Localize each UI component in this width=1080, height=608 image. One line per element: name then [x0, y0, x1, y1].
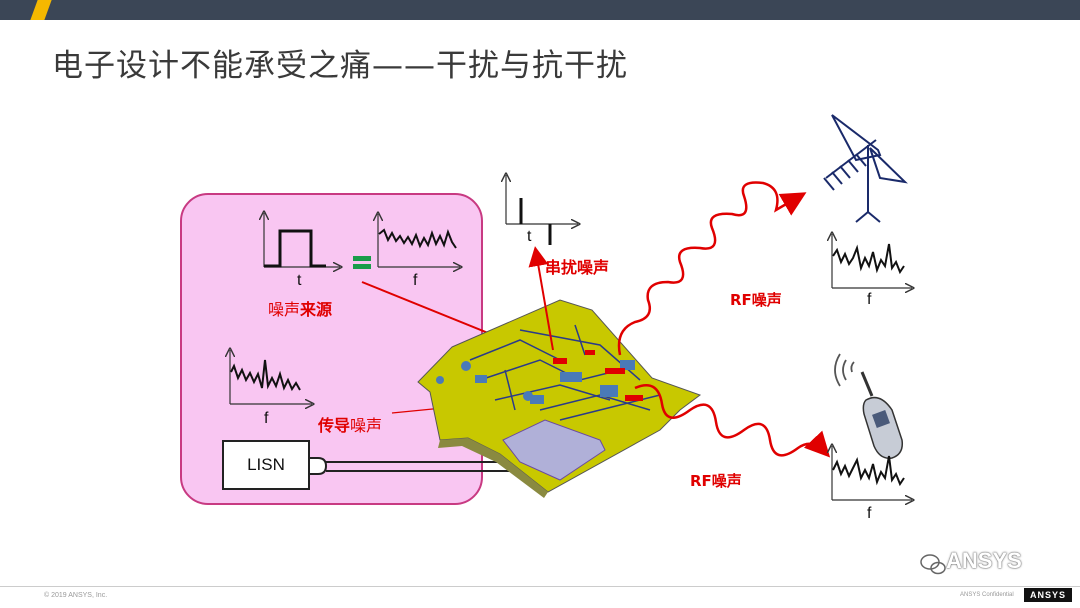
ansys-logo: ANSYS [1024, 588, 1072, 602]
phone-spectrum-plot [832, 446, 912, 500]
phone-f-axis-label: f [867, 505, 872, 522]
rf-noise-lower-label: RF噪声 [690, 472, 742, 490]
wechat-icon [920, 554, 946, 575]
source-t-axis-label: t [297, 272, 302, 289]
pulse-time-plot [264, 213, 340, 267]
top-banner [0, 0, 1080, 20]
conducted-f-axis-label: f [264, 410, 269, 427]
conducted-noise-label: 传导噪声 [318, 416, 383, 435]
lisn-box: LISN [222, 440, 310, 490]
rf-noise-upper-label: RF噪声 [730, 291, 782, 309]
antenna-f-axis-label: f [867, 291, 872, 308]
crosstalk-t-axis-label: t [527, 228, 532, 245]
source-f-axis-label: f [413, 272, 418, 289]
source-spectrum-plot [378, 214, 460, 267]
ansys-watermark: ANSYS [946, 548, 1022, 573]
equals-sign [353, 256, 371, 269]
slide-title: 电子设计不能承受之痛——干扰与抗干扰 [52, 48, 628, 84]
crosstalk-time-plot [506, 175, 578, 245]
footer-copyright: © 2019 ANSYS, Inc. [44, 592, 108, 599]
antenna-icon [823, 114, 908, 223]
antenna-spectrum-plot [832, 234, 912, 288]
mobile-phone-icon [834, 353, 904, 459]
footer-confidential: ANSYS Confidential [960, 592, 1014, 598]
conducted-spectrum-plot [230, 350, 312, 404]
rf-wave-lower [634, 384, 831, 458]
rf-wave-upper [617, 181, 807, 356]
crosstalk-noise-label: 串扰噪声 [545, 258, 610, 277]
noise-source-label: 噪声来源 [268, 300, 333, 319]
crosstalk-arrow [528, 246, 554, 351]
footer-divider [0, 586, 1080, 587]
pcb-board [417, 299, 702, 498]
